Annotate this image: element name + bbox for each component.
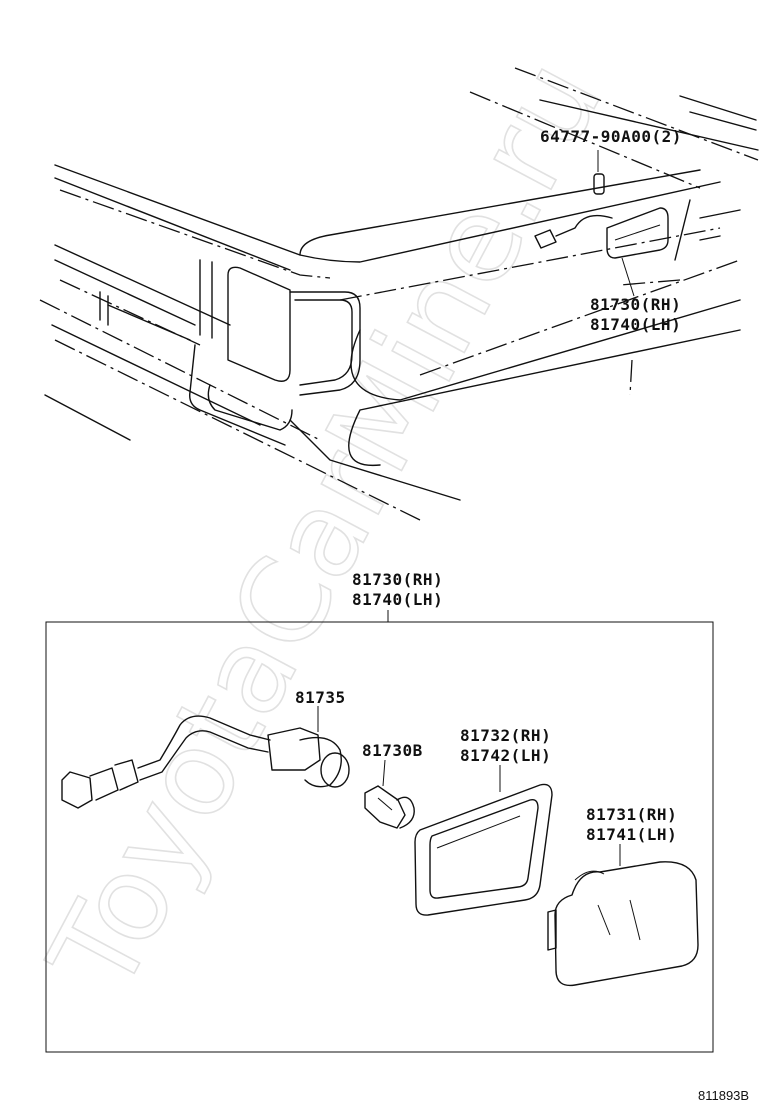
figure-code: 811893B <box>698 1088 749 1103</box>
gasket-rh-label: 81732(RH) <box>460 726 551 745</box>
watermark: ToyotaCarMine.ru <box>22 37 630 1014</box>
gasket-lh-label: 81742(LH) <box>460 746 551 765</box>
installed-side-marker-lamp <box>534 207 669 297</box>
clip-part <box>593 150 605 195</box>
assembly-frame <box>45 621 714 1053</box>
lens-lh-label: 81741(LH) <box>586 825 677 844</box>
lamp-rh-label: 81730(RH) <box>590 295 681 314</box>
lens-part <box>547 844 699 987</box>
gasket-part <box>414 765 553 916</box>
socket-harness <box>61 706 350 809</box>
bulb-label: 81730B <box>362 741 423 760</box>
clip-label: 64777-90A00(2) <box>540 127 682 146</box>
socket-label: 81735 <box>295 688 346 707</box>
watermark-text: ToyotaCarMine.ru <box>22 38 628 1014</box>
lamp-lh-label: 81740(LH) <box>590 315 681 334</box>
vehicle-view <box>39 67 759 521</box>
bulb-part <box>364 759 415 829</box>
assy-rh-label: 81730(RH) <box>352 570 443 589</box>
lens-rh-label: 81731(RH) <box>586 805 677 824</box>
assy-lh-label: 81740(LH) <box>352 590 443 609</box>
